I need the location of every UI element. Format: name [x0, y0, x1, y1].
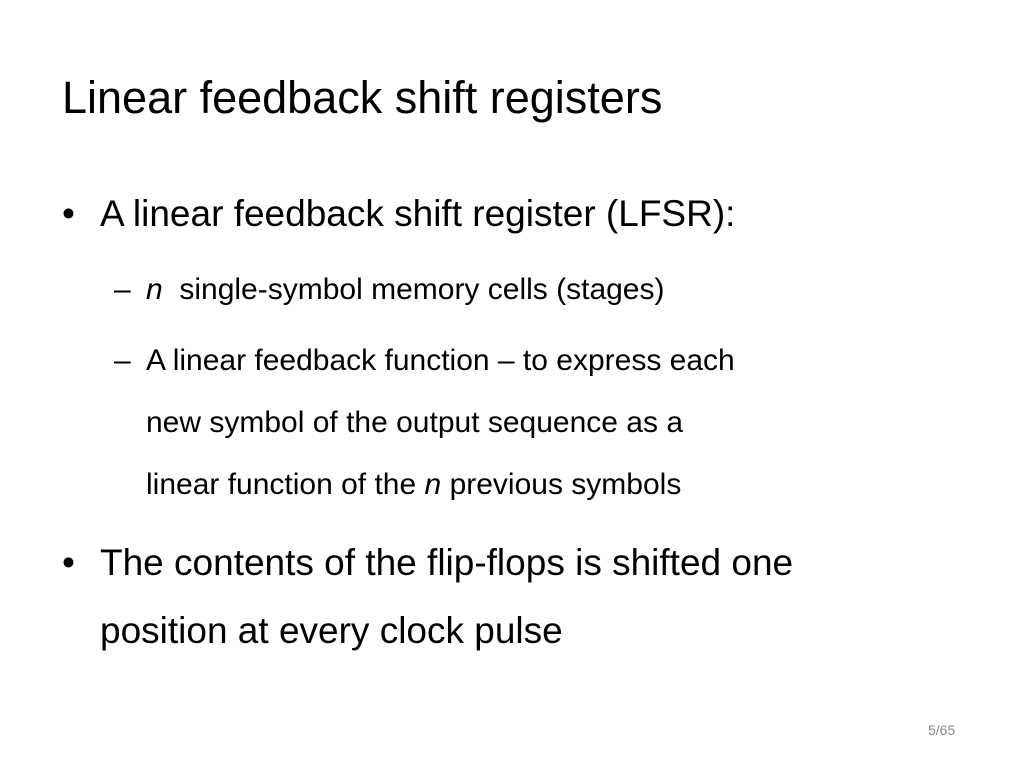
line-text: previous symbols — [449, 468, 682, 501]
dash-marker: – — [114, 273, 131, 306]
sub-bullet-line: linear function of the n previous symbol… — [146, 454, 946, 516]
bullet-marker: • — [62, 542, 75, 583]
page-number: 5/65 — [928, 722, 956, 738]
dash-marker: – — [114, 344, 131, 377]
sub-bullet-line: A linear feedback function – to express … — [146, 344, 735, 377]
line-text: linear function of the — [146, 468, 417, 501]
bullet-text: The contents of the flip-flops is shifte… — [100, 529, 980, 665]
sub-bullet-text: n single-symbol memory cells (stages) — [146, 259, 946, 321]
variable-n: n — [424, 468, 442, 501]
slide-title: Linear feedback shift registers — [62, 72, 663, 123]
bullet-line: position at every clock pulse — [100, 610, 563, 651]
sub-bullet-line: new symbol of the output sequence as a — [146, 406, 684, 439]
sub-bullet-text: A linear feedback function – to express … — [146, 330, 946, 516]
sub-bullet-rest: single-symbol memory cells (stages) — [179, 273, 665, 306]
bullet-text: A linear feedback shift register (LFSR): — [100, 193, 736, 234]
bullet-marker: • — [62, 193, 75, 234]
variable-n: n — [146, 273, 163, 306]
bullet-line: The contents of the flip-flops is shifte… — [100, 542, 794, 583]
